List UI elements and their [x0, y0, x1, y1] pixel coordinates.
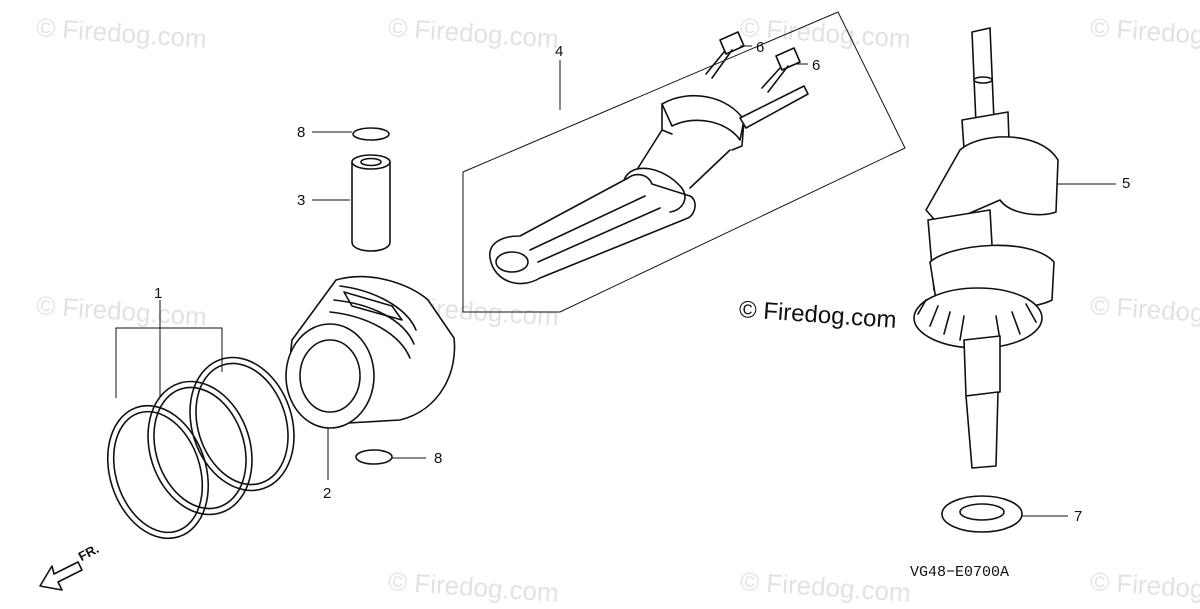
callout-piston-pin: 3 — [297, 192, 306, 209]
pin-clip-top — [352, 127, 390, 141]
callout-rod-bolt: 6 — [812, 57, 821, 74]
diagram-code: VG48−E0700A — [910, 564, 1010, 581]
callout-piston-rings: 1 — [154, 285, 163, 302]
pin-clip-bottom — [355, 449, 393, 465]
connecting-rod-group — [462, 11, 906, 313]
callout-connecting-rod: 4 — [555, 43, 564, 60]
piston-rings — [106, 356, 295, 540]
callout-pin-clip: 8 — [297, 124, 306, 141]
crankshaft — [913, 27, 1059, 469]
callout-washer: 7 — [1074, 508, 1083, 525]
callout-piston: 2 — [323, 485, 332, 502]
callout-rod-bolt: 6 — [756, 39, 765, 56]
rod-bolts — [705, 31, 808, 93]
piston-pin — [351, 154, 391, 252]
front-direction-arrow — [39, 561, 83, 591]
callout-crankshaft: 5 — [1122, 175, 1131, 192]
callout-pin-clip: 8 — [434, 450, 443, 467]
leader-lines — [115, 60, 1116, 517]
piston — [285, 275, 456, 429]
